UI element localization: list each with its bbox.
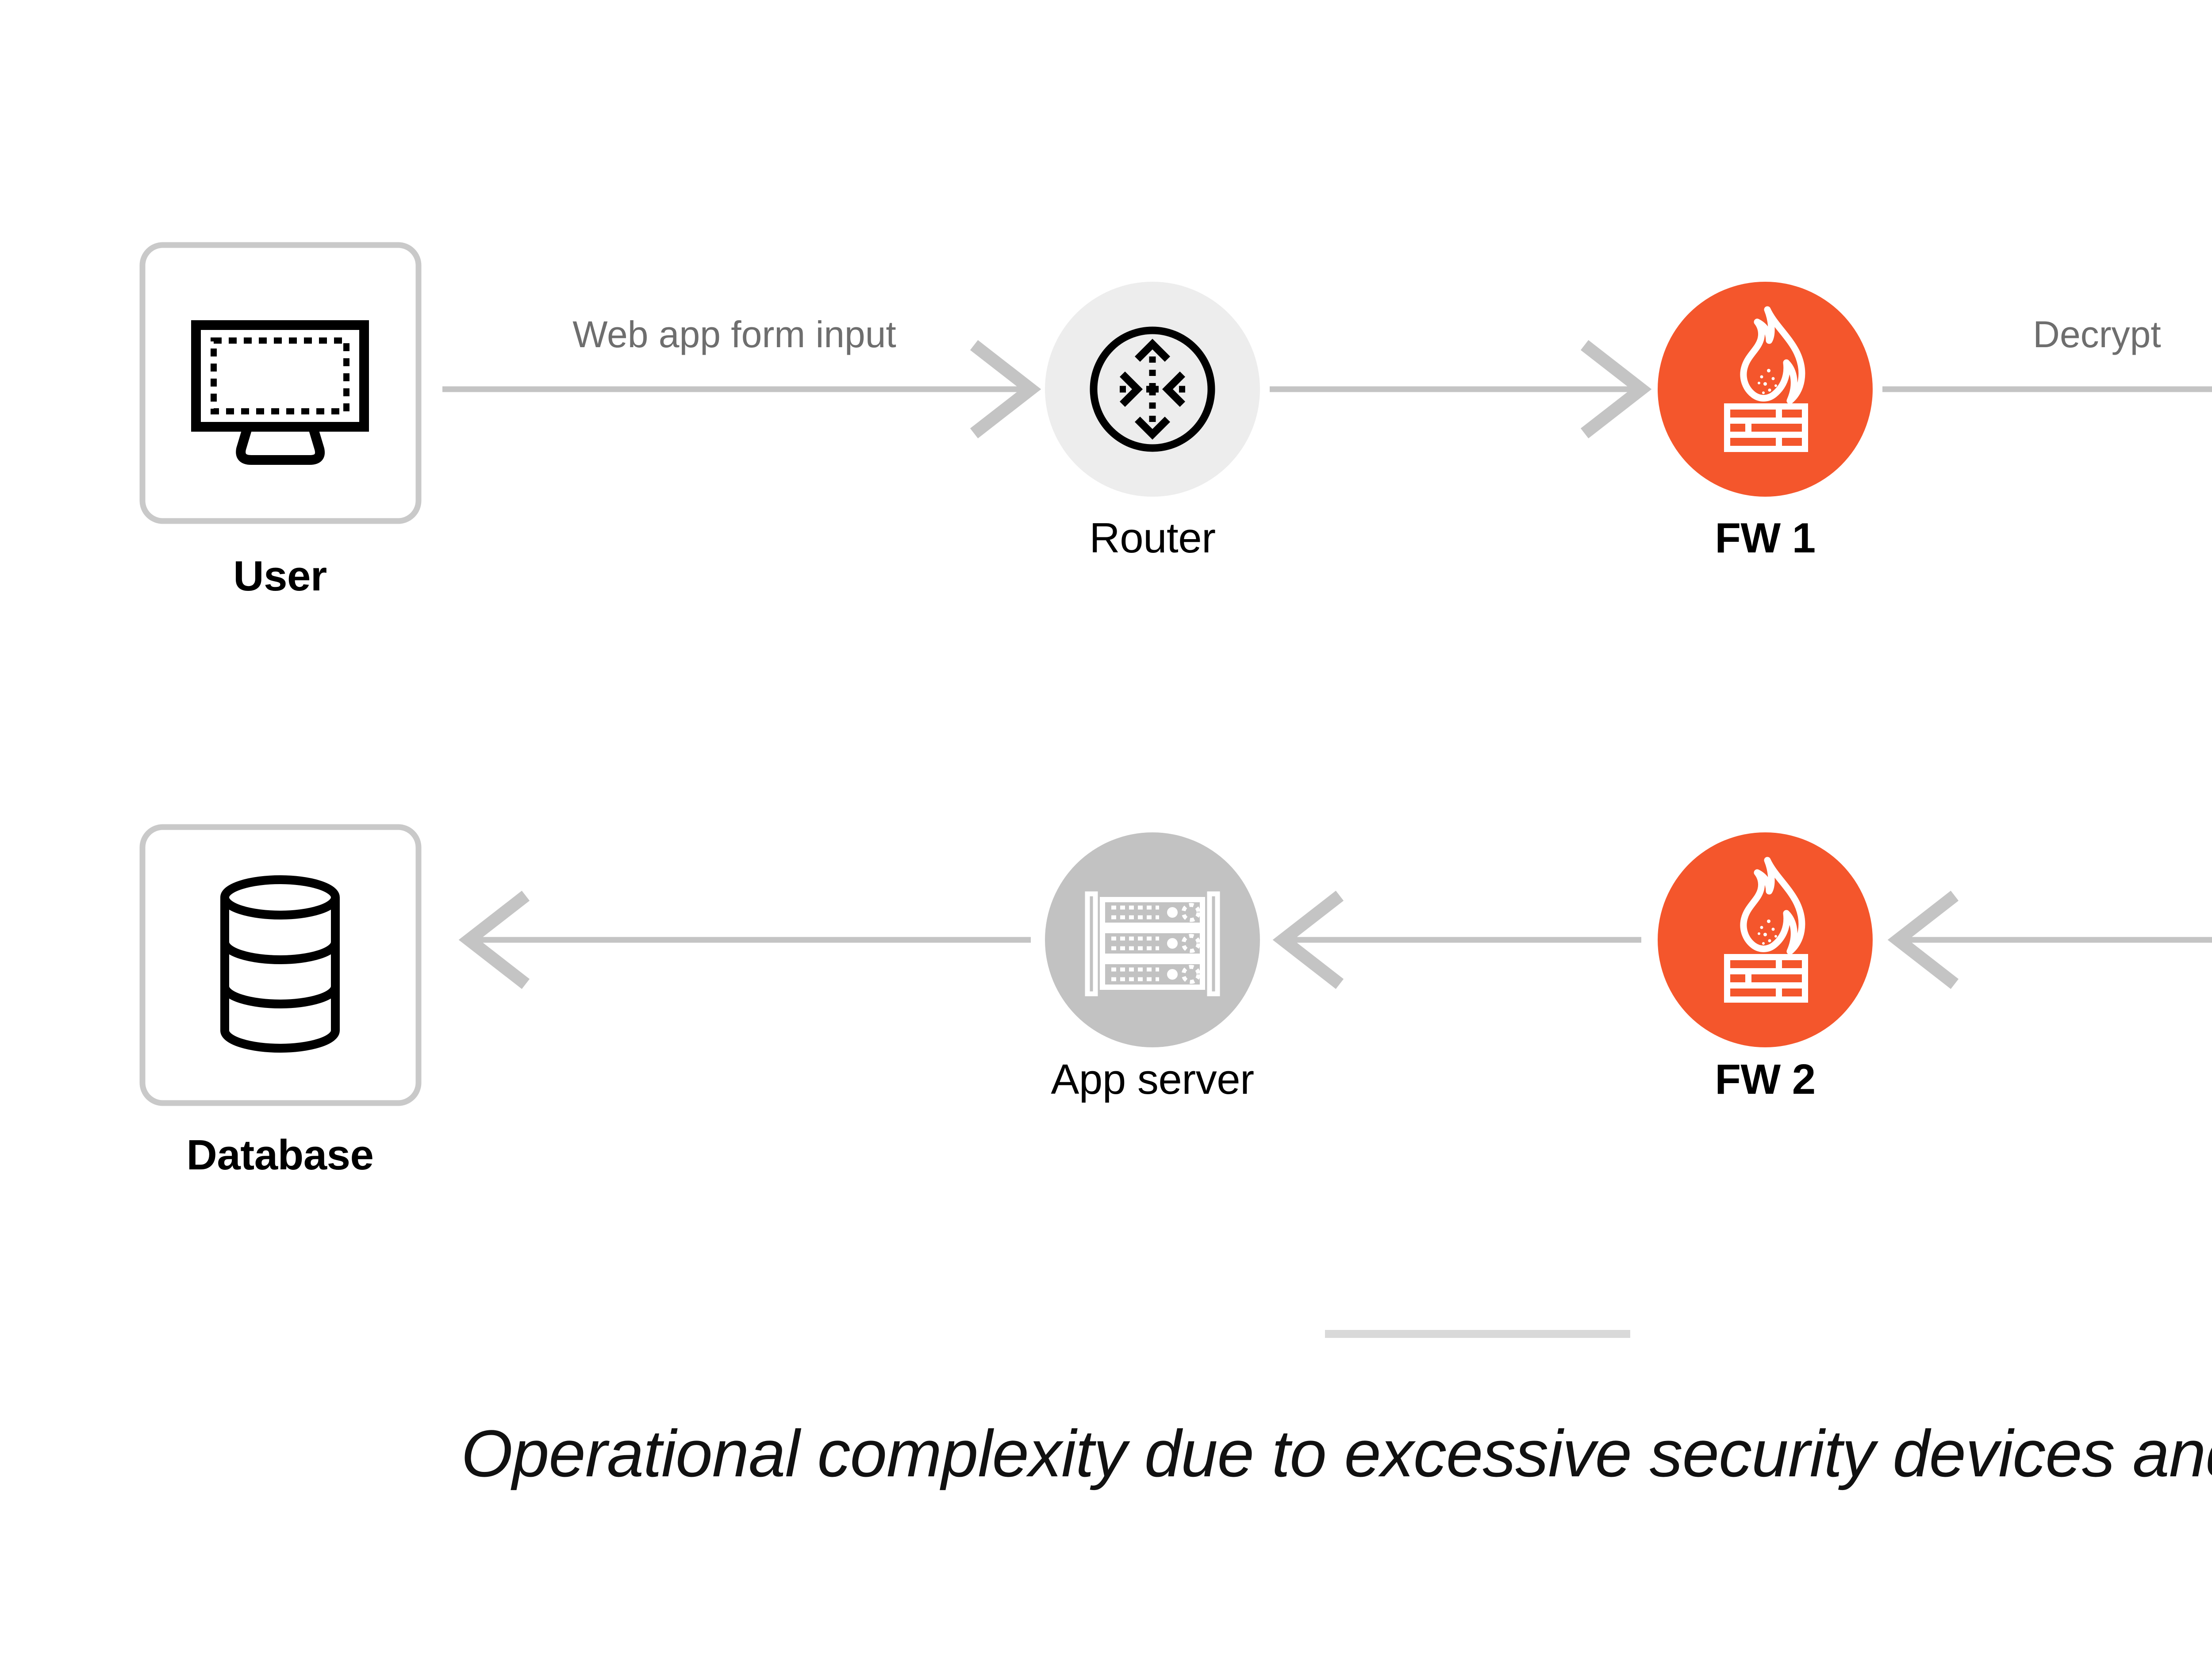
diagram-caption: Operational complexity due to excessive …	[461, 1416, 2212, 1490]
caption-divider	[1325, 1330, 1630, 1338]
edge-label-web-app-form-input: Web app form input	[572, 314, 896, 355]
fw2-circle	[1658, 832, 1873, 1047]
user-box	[139, 242, 422, 524]
node-label-appserver: App server	[1051, 1056, 1254, 1103]
server-rack-icon	[1085, 891, 1220, 996]
node-label-fw2: FW 2	[1715, 1056, 1816, 1103]
database-box	[139, 824, 422, 1106]
node-fw1[interactable]	[1658, 282, 1873, 497]
firewall-icon	[1724, 306, 1808, 452]
monitor-icon	[191, 320, 369, 465]
node-label-database: Database	[186, 1131, 374, 1179]
node-label-fw1: FW 1	[1715, 514, 1816, 562]
node-user[interactable]	[139, 242, 422, 524]
database-cylinder-icon	[220, 875, 340, 1053]
node-router[interactable]	[1045, 282, 1260, 497]
edge-label-decrypt: Decrypt	[2033, 314, 2161, 355]
node-label-user: User	[233, 552, 327, 600]
node-database[interactable]	[139, 824, 422, 1106]
node-fw2[interactable]	[1658, 832, 1873, 1047]
node-label-router: Router	[1089, 514, 1216, 562]
fw1-circle	[1658, 282, 1873, 497]
appserver-circle	[1045, 832, 1260, 1047]
node-appserver[interactable]	[1045, 832, 1260, 1047]
firewall-icon	[1724, 857, 1808, 1003]
router-icon	[1090, 326, 1215, 452]
